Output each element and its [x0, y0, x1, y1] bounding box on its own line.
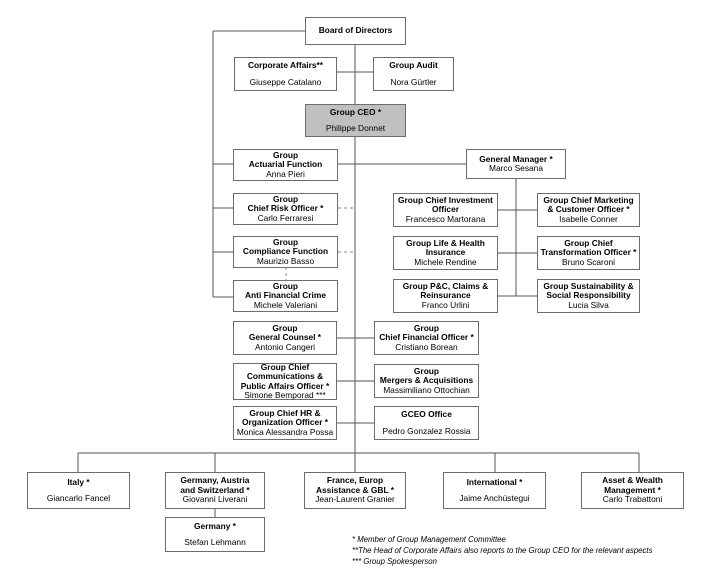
life-health-insurance-name: Michele Rendine [414, 256, 477, 267]
footnote-gmc: * Member of Group Management Committee [352, 535, 506, 544]
actuarial-function-title: Group Actuarial Function [248, 149, 323, 170]
chief-transformation-officer-name: Bruno Scaroni [561, 256, 616, 267]
cfo-title: Group Chief Financial Officer * [379, 322, 474, 343]
pc-claims-reinsurance-name: Franco Urlini [421, 299, 470, 310]
germany-name: Stefan Lehmann [184, 537, 246, 547]
italy-box: Italy * Giancarlo Fancel [27, 472, 130, 509]
life-health-insurance-box: Group Life & Health Insurance Michele Re… [393, 236, 498, 270]
compliance-function-box: Group Compliance Function Maurizio Basso [233, 236, 338, 268]
italy-name: Giancarlo Fancel [46, 493, 111, 503]
asset-wealth-management-box: Asset & Wealth Management * Carlo Trabat… [581, 472, 684, 509]
general-counsel-name: Antonio Cangeri [254, 341, 316, 352]
general-manager-name: Marco Sesana [489, 163, 543, 173]
anti-financial-crime-name: Michele Valeriani [253, 299, 318, 310]
france-europ-assistance-box: France, Europ Assistance & GBL * Jean-La… [304, 472, 406, 509]
group-audit-name: Nora Gürtler [390, 76, 437, 87]
chief-risk-officer-name: Carlo Ferraresi [257, 212, 314, 223]
germany-austria-switzerland-box: Germany, Austria and Switzerland * Giova… [165, 472, 265, 509]
group-ceo-title: Group CEO * [329, 106, 382, 117]
chief-investment-officer-title: Group Chief Investment Officer [398, 194, 493, 215]
chief-investment-officer-box: Group Chief Investment Officer Francesco… [393, 193, 498, 227]
gceo-office-box: GCEO Office Pedro Gonzalez Rossia [374, 406, 479, 440]
anti-financial-crime-box: Group Anti Financial Crime Michele Valer… [233, 280, 338, 312]
chief-risk-officer-title: Group Chief Risk Officer * [247, 193, 324, 214]
germany-austria-switzerland-title: Germany, Austria and Switzerland * [180, 475, 250, 495]
group-ceo-name: Philippe Donnet [325, 123, 386, 133]
chief-marketing-officer-name: Isabelle Conner [559, 213, 618, 224]
germany-austria-switzerland-name: Giovanni Liverani [182, 494, 248, 505]
group-audit-box: Group Audit Nora Gürtler [373, 57, 454, 91]
asset-wealth-management-title: Asset & Wealth Management * [602, 475, 663, 495]
general-manager-title: General Manager * [479, 153, 553, 164]
chief-risk-officer-box: Group Chief Risk Officer * Carlo Ferrare… [233, 193, 338, 225]
corporate-affairs-name: Giuseppe Catalano [249, 76, 322, 87]
corporate-affairs-title: Corporate Affairs** [247, 60, 324, 71]
international-box: International * Jaime Anchústegui [443, 472, 546, 509]
chief-investment-officer-name: Francesco Martorana [405, 213, 486, 224]
general-counsel-title: Group General Counsel * [248, 322, 322, 343]
sustainability-box: Group Sustainability & Social Responsibi… [537, 279, 640, 313]
communications-officer-name: Simone Bemporad *** [244, 389, 326, 400]
compliance-function-name: Maurizio Basso [256, 255, 315, 266]
germany-title: Germany * [194, 520, 236, 531]
compliance-function-title: Group Compliance Function [242, 236, 329, 257]
mergers-acquisitions-box: Group Mergers & Acquisitions Massimilian… [374, 364, 479, 398]
international-name: Jaime Anchústegui [459, 493, 530, 503]
france-europ-assistance-name: Jean-Laurent Granier [315, 494, 395, 505]
group-audit-title: Group Audit [389, 60, 438, 71]
actuarial-function-box: Group Actuarial Function Anna Pieri [233, 149, 338, 181]
asset-wealth-management-name: Carlo Trabattoni [602, 494, 663, 505]
chief-marketing-officer-box: Group Chief Marketing & Customer Officer… [537, 193, 640, 227]
gceo-office-name: Pedro Gonzalez Rossia [382, 425, 471, 436]
board-of-directors-box: Board of Directors [305, 17, 406, 45]
chief-transformation-officer-title: Group Chief Transformation Officer * [540, 237, 637, 258]
pc-claims-reinsurance-title: Group P&C, Claims & Reinsurance [402, 280, 489, 301]
footnote-corporate-affairs: **The Head of Corporate Affairs also rep… [352, 546, 653, 556]
italy-title: Italy * [67, 476, 90, 487]
board-of-directors-title: Board of Directors [318, 25, 393, 36]
general-counsel-box: Group General Counsel * Antonio Cangeri [233, 321, 337, 355]
gceo-office-title: GCEO Office [401, 409, 452, 420]
pc-claims-reinsurance-box: Group P&C, Claims & Reinsurance Franco U… [393, 279, 498, 313]
general-manager-box: General Manager * Marco Sesana [466, 149, 566, 179]
mergers-acquisitions-name: Massimiliano Ottochian [383, 384, 470, 395]
group-ceo-box: Group CEO * Philippe Donnet [305, 104, 406, 137]
chief-hr-officer-box: Group Chief HR & Organization Officer * … [233, 406, 337, 440]
chief-hr-officer-title: Group Chief HR & Organization Officer * [241, 407, 329, 428]
mergers-acquisitions-title: Group Mergers & Acquisitions [379, 365, 474, 386]
france-europ-assistance-title: France, Europ Assistance & GBL * [315, 475, 395, 495]
cfo-name: Cristiano Borean [395, 341, 458, 352]
chief-hr-officer-name: Monica Alessandra Possa [236, 426, 334, 437]
life-health-insurance-title: Group Life & Health Insurance [406, 237, 485, 258]
sustainability-title: Group Sustainability & Social Responsibi… [543, 280, 634, 301]
sustainability-name: Lucia Silva [568, 299, 609, 310]
actuarial-function-name: Anna Pieri [266, 168, 305, 179]
anti-financial-crime-title: Group Anti Financial Crime [245, 280, 326, 301]
international-title: International * [466, 476, 523, 487]
germany-box: Germany * Stefan Lehmann [165, 517, 265, 552]
chief-transformation-officer-box: Group Chief Transformation Officer * Bru… [537, 236, 640, 270]
communications-officer-box: Group Chief Communications & Public Affa… [233, 361, 337, 400]
cfo-box: Group Chief Financial Officer * Cristian… [374, 321, 479, 355]
communications-officer-title: Group Chief Communications & Public Affa… [240, 361, 330, 391]
corporate-affairs-box: Corporate Affairs** Giuseppe Catalano [234, 57, 337, 91]
footnotes: * Member of Group Management Committee *… [352, 534, 652, 568]
chief-marketing-officer-title: Group Chief Marketing & Customer Officer… [543, 194, 634, 215]
footnote-spokesperson: *** Group Spokesperson [352, 557, 437, 567]
